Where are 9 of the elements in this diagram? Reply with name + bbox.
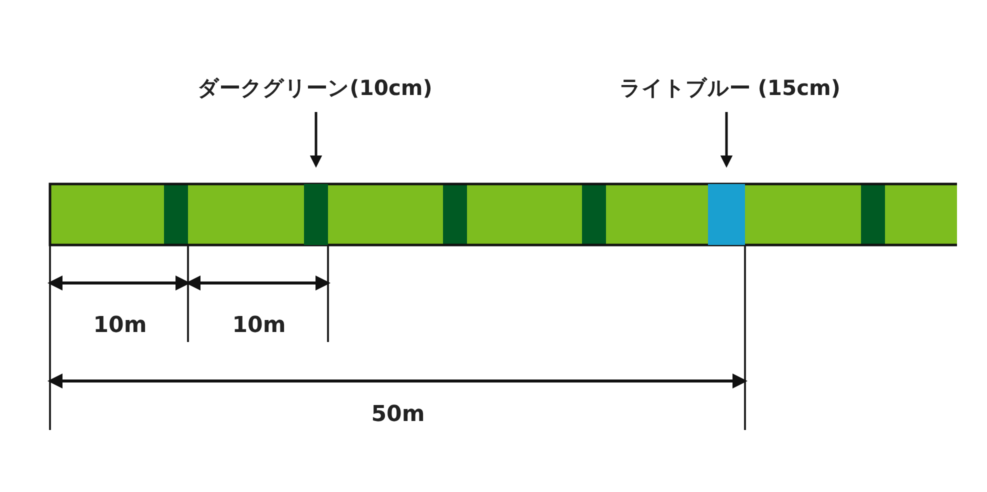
color-label: ダークグリーン(10cm) bbox=[198, 74, 432, 102]
arrow bbox=[720, 112, 733, 168]
color-marker bbox=[304, 184, 328, 245]
dimension-label: 50m bbox=[371, 402, 425, 427]
arrow bbox=[310, 112, 322, 168]
color-label: ライトブルー (15cm) bbox=[619, 74, 841, 102]
dimension-label: 10m bbox=[232, 313, 286, 338]
dimension-label: 10m bbox=[93, 313, 147, 338]
color-marker bbox=[708, 184, 745, 245]
